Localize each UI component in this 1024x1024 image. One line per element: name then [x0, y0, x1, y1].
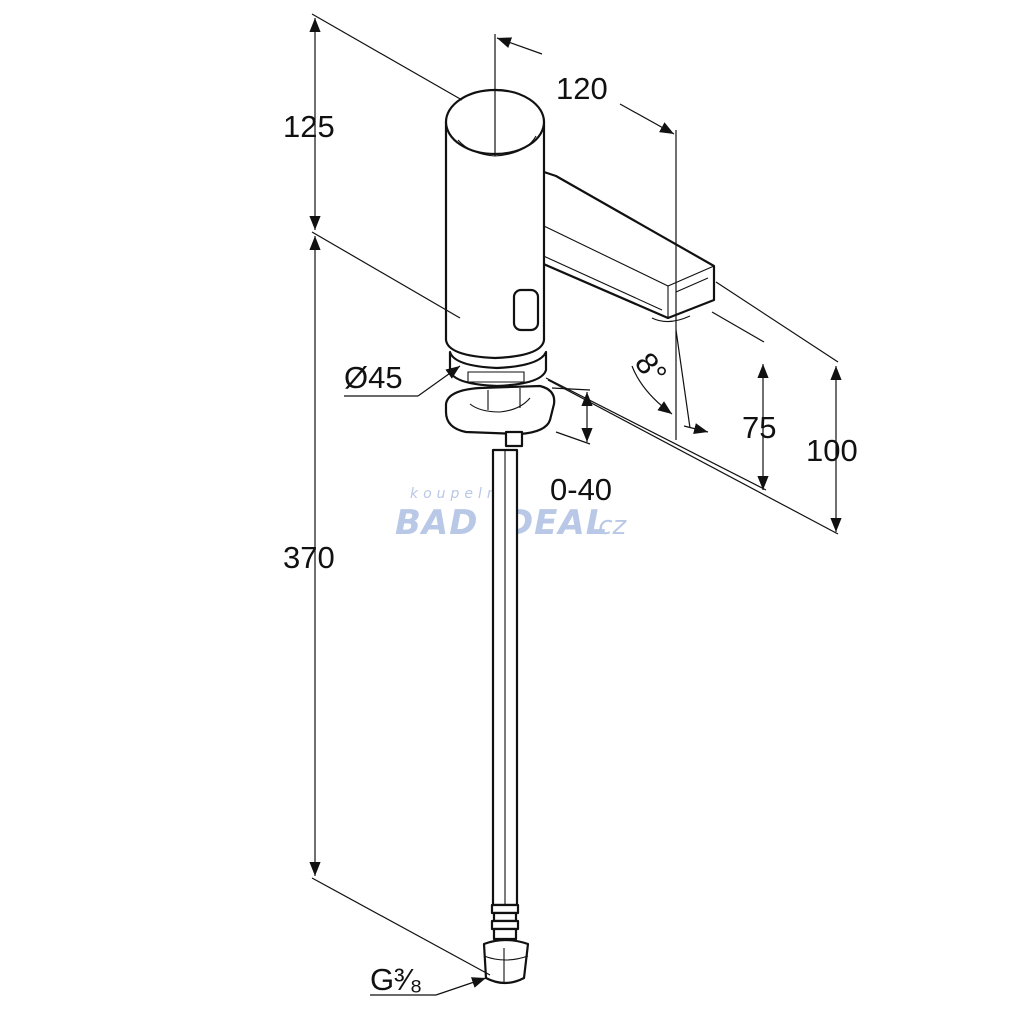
base-ring	[448, 350, 548, 388]
dim-angle: 8°	[628, 346, 674, 391]
hex-nut	[482, 938, 530, 985]
sensor-window	[512, 288, 540, 332]
dim-spout-length: 120	[556, 71, 608, 106]
dim-body-height: 100	[806, 433, 858, 468]
dimension-labels: 125 120 Ø45 8° 0-40 75 100 370 G³⁄₈	[283, 71, 858, 997]
bracket-nut	[504, 430, 524, 448]
dimension-lines	[309, 13, 842, 996]
watermark-line1: koupelny	[410, 486, 514, 502]
hose-fitting	[482, 903, 530, 985]
watermark-suffix: .cz	[590, 511, 628, 541]
dim-diameter: Ø45	[344, 360, 403, 395]
fixing-bracket	[444, 384, 556, 436]
dim-outlet-height: 75	[742, 410, 776, 445]
dim-range: 0-40	[550, 472, 612, 507]
dim-thread: G³⁄₈	[370, 962, 422, 997]
dim-hose-length: 370	[283, 540, 335, 575]
dim-height-top: 125	[283, 109, 335, 144]
